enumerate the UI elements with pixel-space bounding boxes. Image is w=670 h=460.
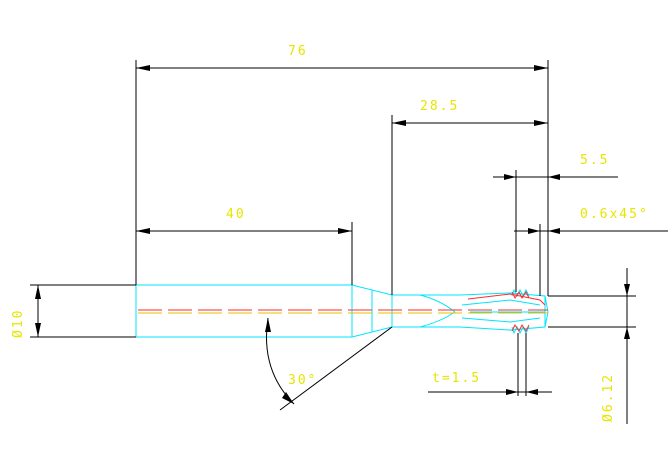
dimension-tip-length: 5.5: [493, 153, 618, 292]
shank-length-label: 40: [226, 207, 246, 222]
dimension-overall-length: 76: [135, 44, 549, 296]
shank-diameter-label: Ø10: [11, 309, 26, 338]
flute-length-label: 28.5: [420, 99, 459, 114]
dimension-shank-diameter: Ø10: [11, 284, 136, 338]
dimension-tip-diameter: Ø6.12: [548, 268, 636, 424]
dimension-flute-length: 28.5: [391, 99, 548, 295]
tip-length-label: 5.5: [580, 153, 609, 168]
dimension-thread-pitch: t=1.5: [428, 333, 552, 396]
overall-length-label: 76: [288, 44, 308, 59]
chamfer-label: 0.6x45°: [580, 207, 649, 222]
dimension-shank-length: 40: [136, 207, 353, 285]
tip-diameter-label: Ø6.12: [601, 373, 616, 422]
dimension-chamfer: 0.6x45°: [514, 207, 668, 296]
dimension-angle: 30°: [265, 317, 393, 411]
thread-profile: [467, 291, 546, 332]
angle-label: 30°: [288, 373, 317, 388]
tool-outline: [135, 284, 549, 338]
thread-pitch-label: t=1.5: [432, 371, 481, 386]
